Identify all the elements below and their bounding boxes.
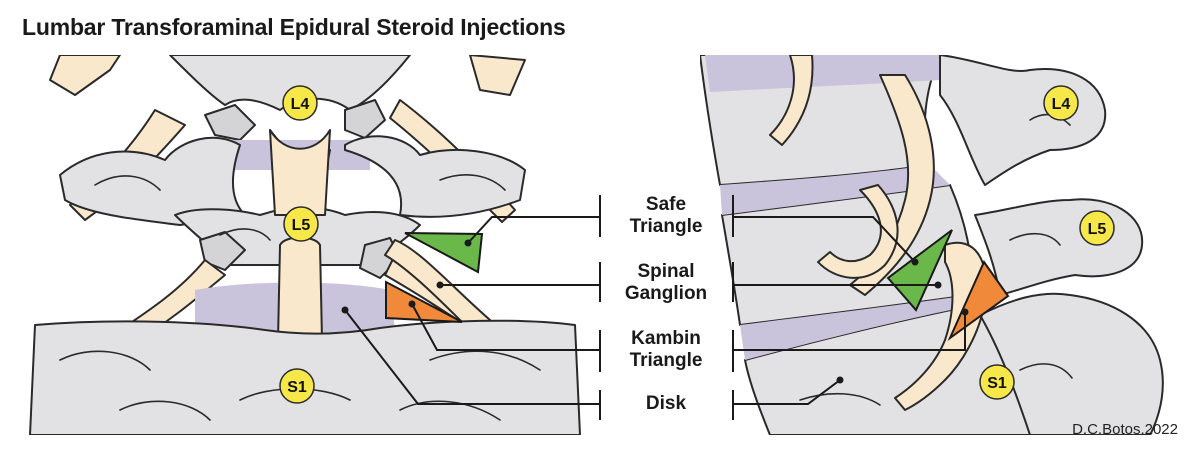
label-kambin-triangle: Kambin Triangle <box>596 328 736 372</box>
label-safe-triangle-line1: Safe <box>645 194 687 215</box>
label-safe-triangle: Safe Triangle <box>596 194 736 238</box>
safe-triangle-left <box>404 232 484 274</box>
label-spinal-ganglion-line1: Spinal <box>637 261 695 282</box>
badge-l5-right: L5 <box>1079 210 1115 246</box>
badge-l4-right-text: L4 <box>1052 96 1071 113</box>
safe-triangle-right <box>886 229 953 312</box>
badge-l5-left-text: L5 <box>292 217 311 234</box>
label-safe-triangle-line2: Triangle <box>629 216 703 237</box>
badge-l5-right-text: L5 <box>1088 221 1107 238</box>
label-kambin-triangle-line1: Kambin <box>631 328 701 349</box>
leader-lines <box>341 195 969 420</box>
badge-l4-left: L4 <box>282 85 318 121</box>
badge-l5-left: L5 <box>283 206 319 242</box>
kambin-triangle-left <box>385 280 463 323</box>
label-spinal-ganglion: Spinal Ganglion <box>596 261 736 305</box>
diagram-title: Lumbar Transforaminal Epidural Steroid I… <box>22 14 566 40</box>
label-spinal-ganglion-line2: Ganglion <box>624 283 708 304</box>
badge-l4-left-text: L4 <box>291 96 310 113</box>
badge-s1-left-text: S1 <box>287 379 307 396</box>
artist-credit: D.C.Botos.2022 <box>1072 421 1178 438</box>
label-disk: Disk <box>645 393 687 414</box>
badge-s1-left: S1 <box>279 368 315 404</box>
label-kambin-triangle-line2: Triangle <box>629 350 703 371</box>
badge-l4-right: L4 <box>1043 85 1079 121</box>
badge-s1-right-text: S1 <box>987 375 1007 392</box>
lateral-view <box>700 55 1164 435</box>
badge-s1-right: S1 <box>979 364 1015 400</box>
